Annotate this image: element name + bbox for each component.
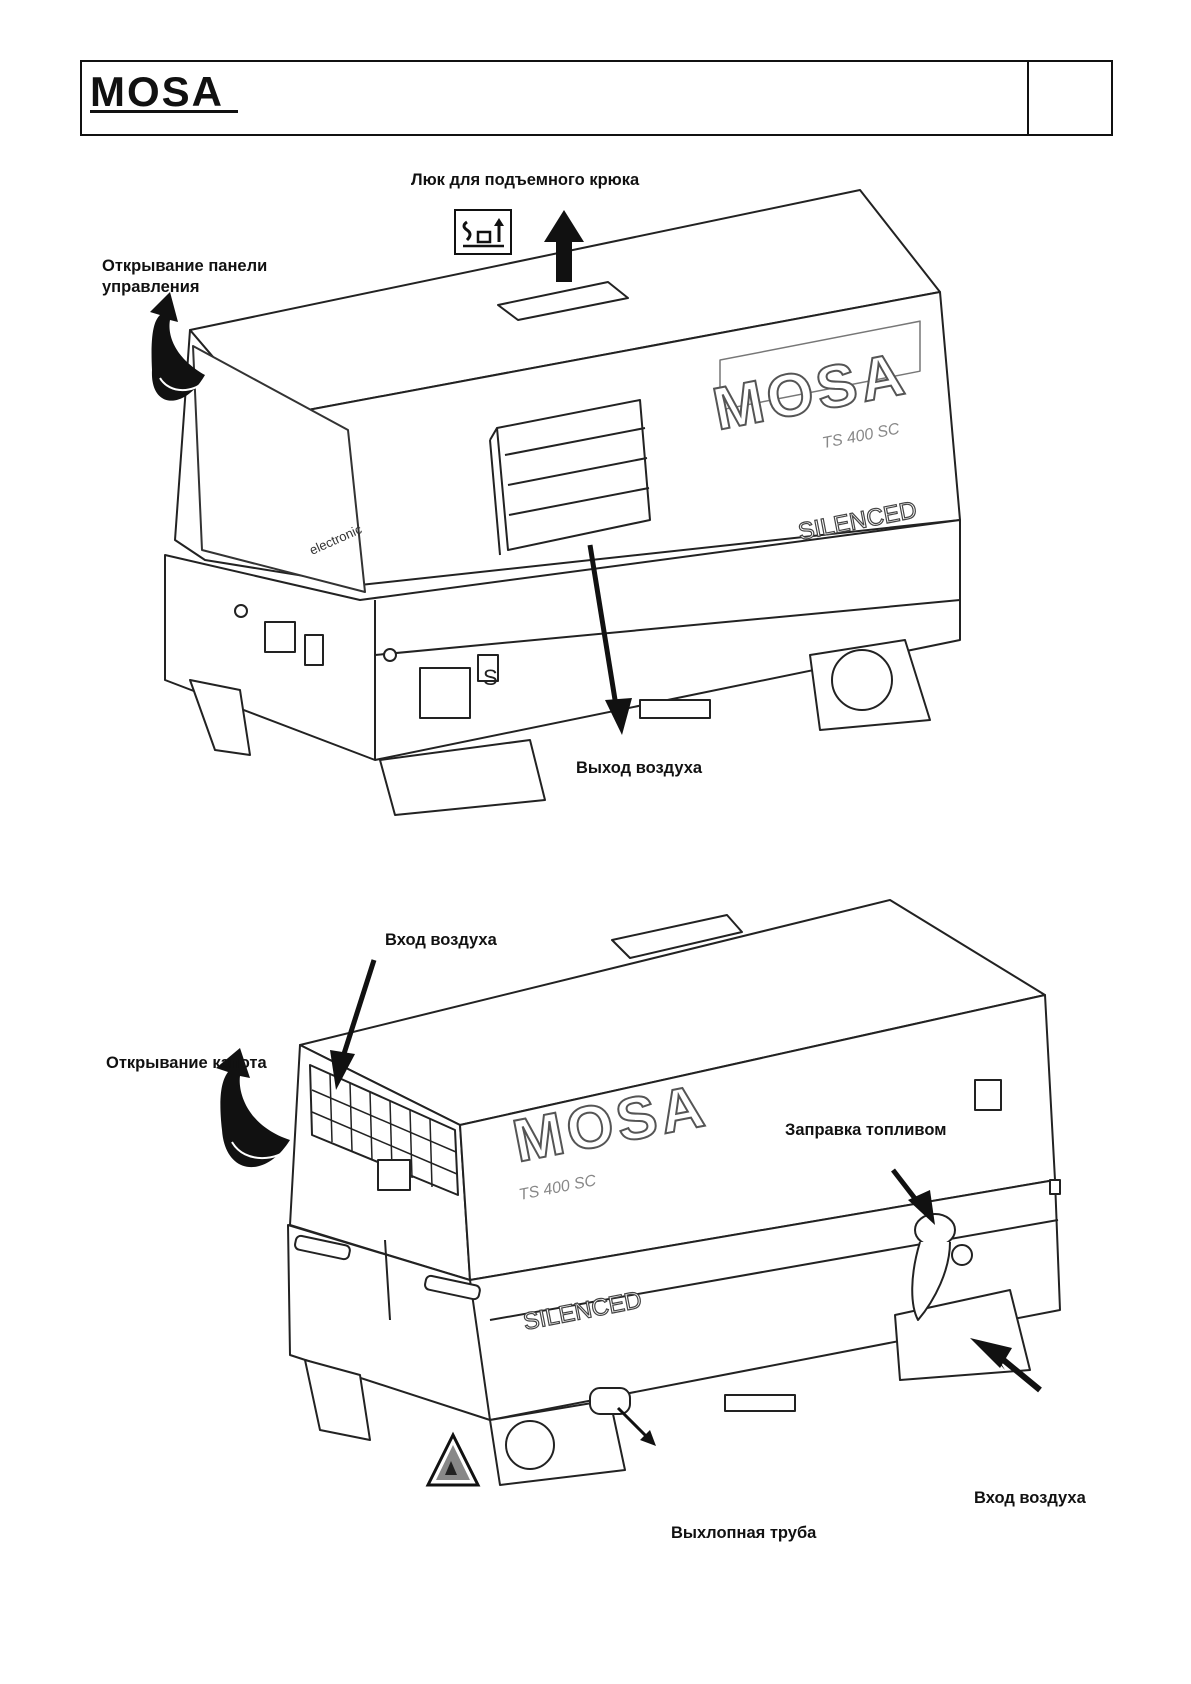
exhaust-arrow-icon [616, 1406, 656, 1446]
lift-hook-icon [454, 209, 512, 255]
generator-base [164, 519, 961, 761]
label-hook-hatch: Люк для подъемного крюка [411, 171, 640, 189]
label-air-outlet: Выход воздуха [576, 759, 703, 777]
air-outlet-arrow-icon [587, 544, 632, 735]
mosa-logo: MOSA [90, 68, 240, 119]
label-panel-open-line1: Открывание панели [102, 257, 268, 275]
label-refuel: Заправка топливом [785, 1121, 947, 1139]
curved-arrow-icon [216, 1048, 290, 1168]
air-inlet-top-arrow-icon [330, 959, 377, 1090]
refuel-arrow-icon [891, 1168, 935, 1225]
label-hood-open: Открывание капота [106, 1054, 267, 1072]
generator-front-view-drawing: MOSA TS 400 SC SILENCED electronic S [150, 189, 961, 816]
air-inlet-bottom-arrow-icon [970, 1338, 1042, 1393]
page-header: MOSA [80, 60, 1113, 136]
warning-hot-surface-icon [425, 1431, 481, 1487]
label-air-inlet-top: Вход воздуха [385, 931, 497, 949]
s-badge-text: S [483, 665, 498, 690]
hatch-cover [611, 914, 743, 959]
air-outlet-louver [496, 399, 651, 551]
hook-hatch-cover [497, 281, 629, 321]
label-air-inlet-bottom: Вход воздуха [974, 1489, 1086, 1507]
generator-rear-view-drawing: MOSA TS 400 SC SILENCED [216, 899, 1061, 1487]
fuel-cap [914, 1213, 956, 1247]
svg-text:MOSA: MOSA [90, 70, 224, 114]
page-number-box [1027, 62, 1111, 134]
lift-arrow-icon [544, 210, 584, 282]
label-exhaust: Выхлопная труба [671, 1524, 817, 1542]
curved-arrow-icon [150, 292, 205, 401]
label-panel-open-line2: управления [102, 278, 200, 296]
